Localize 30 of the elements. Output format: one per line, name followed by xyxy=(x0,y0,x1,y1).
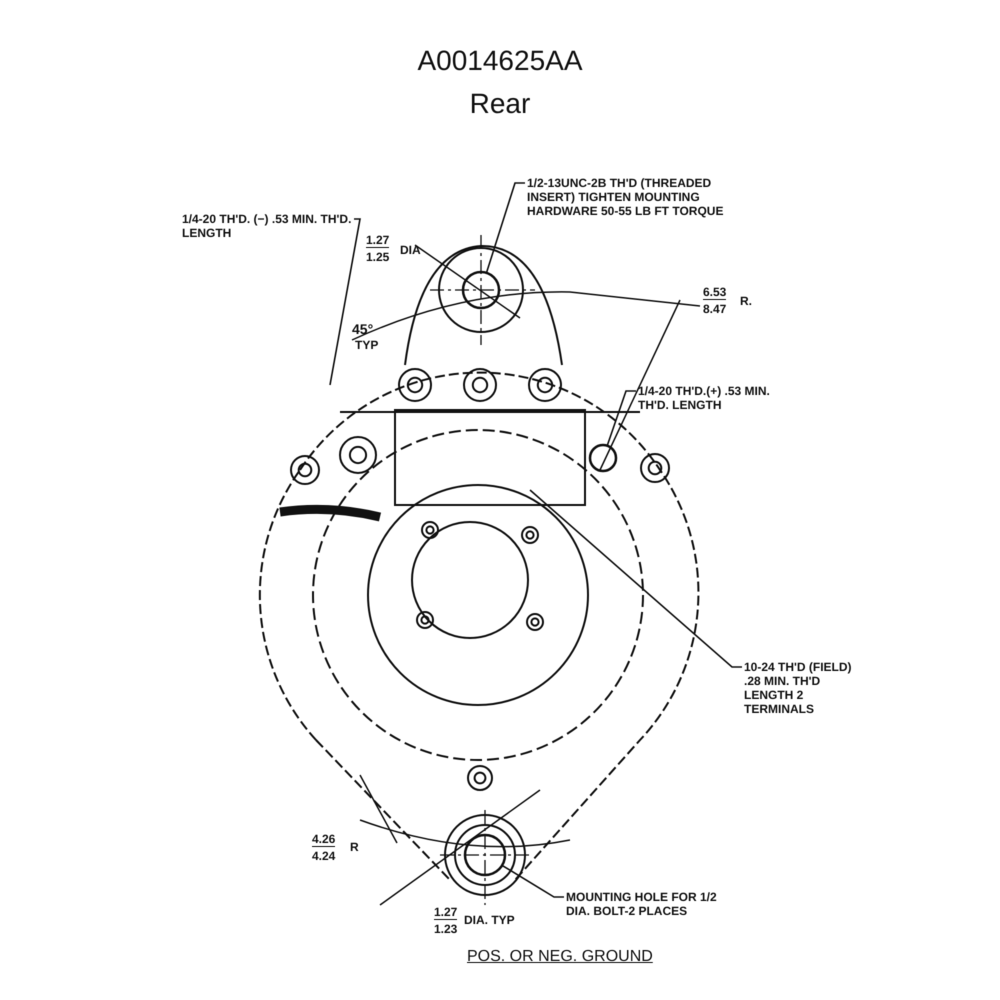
dimension-label: TYP xyxy=(355,338,378,352)
mounting-hole xyxy=(462,270,500,310)
callout-text: 10-24 TH'D (FIELD) .28 MIN. TH'D LENGTH 2 TERMINALS xyxy=(744,660,859,716)
dimension-value: 1.27 xyxy=(366,233,390,248)
terminal-stud xyxy=(588,444,618,472)
dimension-label: R. xyxy=(740,294,752,308)
note-text: POS. OR NEG. GROUND xyxy=(467,950,653,964)
dimension-value: 4.26 xyxy=(312,832,336,847)
subtitle: Rear xyxy=(468,88,532,120)
leader-line xyxy=(529,489,742,668)
dimension-value: 4.24 xyxy=(312,849,336,863)
callout-text: 1/4-20 TH'D. (−) .53 MIN. TH'D. LENGTH xyxy=(182,212,352,240)
diagram-title: A0014625AA xyxy=(416,45,584,77)
dimension-label: DIA. TYP xyxy=(464,913,515,927)
callout-text: 1/2-13UNC-2B TH'D (THREADED INSERT) TIGHTEN MOUNTING HARDWARE 50-55 LB FT TORQUE xyxy=(527,176,752,218)
leader-line xyxy=(502,864,564,898)
mounting-hole xyxy=(464,834,506,876)
dimension-label: DIA xyxy=(400,243,421,257)
dimension-value: 8.47 xyxy=(703,302,726,316)
leader-line xyxy=(606,390,636,446)
dimension-value: 1.25 xyxy=(366,250,390,264)
callout-text: MOUNTING HOLE FOR 1/2 DIA. BOLT-2 PLACES xyxy=(566,890,731,918)
dimension-value: 6.53 xyxy=(703,285,726,300)
leader-line xyxy=(329,218,361,386)
angle-value: 45° xyxy=(352,322,374,336)
dimension-value: 1.23 xyxy=(434,922,458,936)
dimension-label: R xyxy=(350,840,359,854)
dimension-value: 1.27 xyxy=(434,905,458,920)
callout-text: 1/4-20 TH'D.(+) .53 MIN. TH'D. LENGTH xyxy=(638,384,778,412)
leader-line xyxy=(486,182,525,274)
